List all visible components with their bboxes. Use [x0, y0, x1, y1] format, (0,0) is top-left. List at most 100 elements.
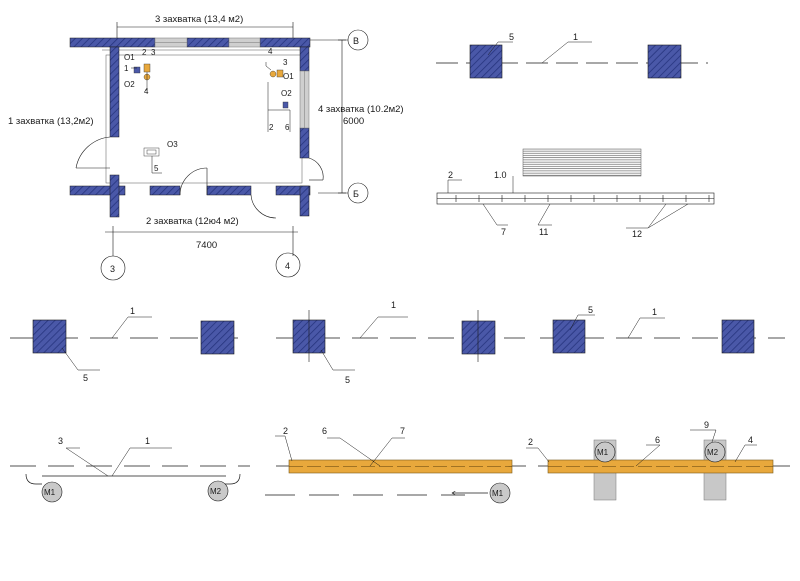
- column-right: [647, 44, 682, 79]
- floor-plan: [100, 22, 369, 281]
- n4-top-label: 4: [268, 47, 273, 56]
- n2-label: 2: [142, 48, 147, 57]
- column-c-right: [721, 319, 755, 354]
- motor-m1-label: М1: [597, 448, 609, 457]
- equip-o1-left: [133, 66, 141, 74]
- o2-left-label: О2: [124, 80, 135, 89]
- label-5: 5: [345, 375, 350, 385]
- axis-4-label: 4: [285, 261, 290, 271]
- panel-stack: [522, 148, 642, 177]
- door-bottom-right-swing: [250, 194, 277, 219]
- callout: [265, 62, 272, 71]
- label-1: 1: [652, 307, 657, 317]
- label-1: 1: [145, 436, 150, 446]
- callout: [626, 203, 667, 229]
- label-1: 1: [130, 306, 135, 316]
- wall-top-middle: [186, 37, 230, 48]
- zone2-label: 2 захватка (12ю4 м2): [146, 216, 239, 227]
- callout: [327, 437, 381, 467]
- callout: [320, 349, 355, 371]
- wall-right-top: [299, 46, 310, 72]
- column-c-left: [552, 319, 586, 354]
- callout: [526, 447, 550, 463]
- callout: [359, 316, 408, 339]
- plan-equipment: [133, 63, 289, 157]
- equip-3-left: [143, 63, 151, 73]
- axis-marker-3: [100, 255, 126, 281]
- callout: [111, 316, 152, 339]
- detail-top-right: 5 1: [436, 32, 708, 79]
- axis-marker-b: [347, 182, 369, 204]
- callout: [151, 156, 162, 174]
- wall-left: [109, 46, 120, 138]
- wall-bottom-middle-b: [206, 185, 252, 196]
- callout: [647, 203, 689, 229]
- callout: [627, 317, 665, 339]
- label-9: 9: [704, 420, 709, 430]
- wall-right-middle: [299, 127, 310, 159]
- label-1: 1: [391, 300, 396, 310]
- row-bottom-c: [526, 429, 790, 501]
- n6-right-label: 6: [285, 123, 290, 132]
- wall-bottom-left: [69, 185, 126, 196]
- axis-3-label: 3: [110, 264, 115, 274]
- column-left: [469, 44, 503, 79]
- row-bottom-a-labels: 3 1 М1 М2: [44, 436, 222, 497]
- label-4: 4: [748, 435, 753, 445]
- callout: [487, 41, 513, 56]
- label-5: 5: [83, 373, 88, 383]
- zone1-label: 1 захватка (13,2м2): [8, 116, 94, 127]
- callout: [369, 437, 405, 467]
- callout: [267, 82, 291, 132]
- axis-b-label: Б: [353, 189, 359, 199]
- wall-top-left: [69, 37, 156, 48]
- motor-m1-label: М1: [44, 488, 56, 497]
- o1-left-label: О1: [124, 53, 135, 62]
- plan-doors: [75, 136, 324, 219]
- zone4-label: 4 захватка (10.2м2): [318, 104, 404, 115]
- crane-end-right: [224, 473, 241, 485]
- axis-v-label: В: [353, 36, 359, 46]
- column-b-right: [461, 320, 496, 355]
- label-2: 2: [528, 437, 533, 447]
- equip-o3-inner: [146, 149, 157, 155]
- row-bottom-c-labels: 2 9 4 6 М1 М2: [528, 420, 753, 457]
- row-middle: 1 5 1 5 5 1: [10, 300, 785, 385]
- equip-o3-box: [143, 147, 160, 157]
- motor-m1: [594, 441, 616, 463]
- callout: [111, 447, 172, 477]
- wall-right-bottom: [299, 185, 310, 217]
- label-7: 7: [400, 426, 405, 436]
- wall-left-lower: [109, 174, 120, 218]
- n1-label: 1: [124, 64, 129, 73]
- label-6: 6: [322, 426, 327, 436]
- crane-end-left: [25, 473, 42, 485]
- callout: [447, 179, 462, 193]
- motor-m1: [489, 482, 511, 504]
- door-right-swing: [308, 157, 324, 181]
- label-11: 11: [539, 227, 548, 237]
- callout: [275, 435, 293, 462]
- label-2: 2: [283, 426, 288, 436]
- callout: [690, 429, 717, 443]
- wall-top-right: [259, 37, 311, 48]
- label-7: 7: [501, 227, 506, 237]
- wall-bottom-middle-a: [149, 185, 181, 196]
- callout: [61, 347, 100, 371]
- o1-right-label: О1: [283, 72, 294, 81]
- label-5: 5: [588, 305, 593, 315]
- o3-label: О3: [167, 140, 178, 149]
- o2-right-label: О2: [281, 89, 292, 98]
- motor-m2-label: М2: [707, 448, 719, 457]
- plan-callouts: [131, 62, 291, 174]
- label-12: 12: [632, 229, 642, 239]
- column-a-left: [32, 319, 67, 354]
- motor-m1: [41, 481, 63, 503]
- n3-right-label: 3: [283, 58, 288, 67]
- callout: [145, 72, 148, 91]
- motor-m2-label: М2: [210, 487, 222, 496]
- dim-height: 6000: [343, 116, 364, 127]
- n4-label: 4: [144, 87, 149, 96]
- dim-width: 7400: [196, 240, 217, 251]
- n3-label: 3: [151, 48, 156, 57]
